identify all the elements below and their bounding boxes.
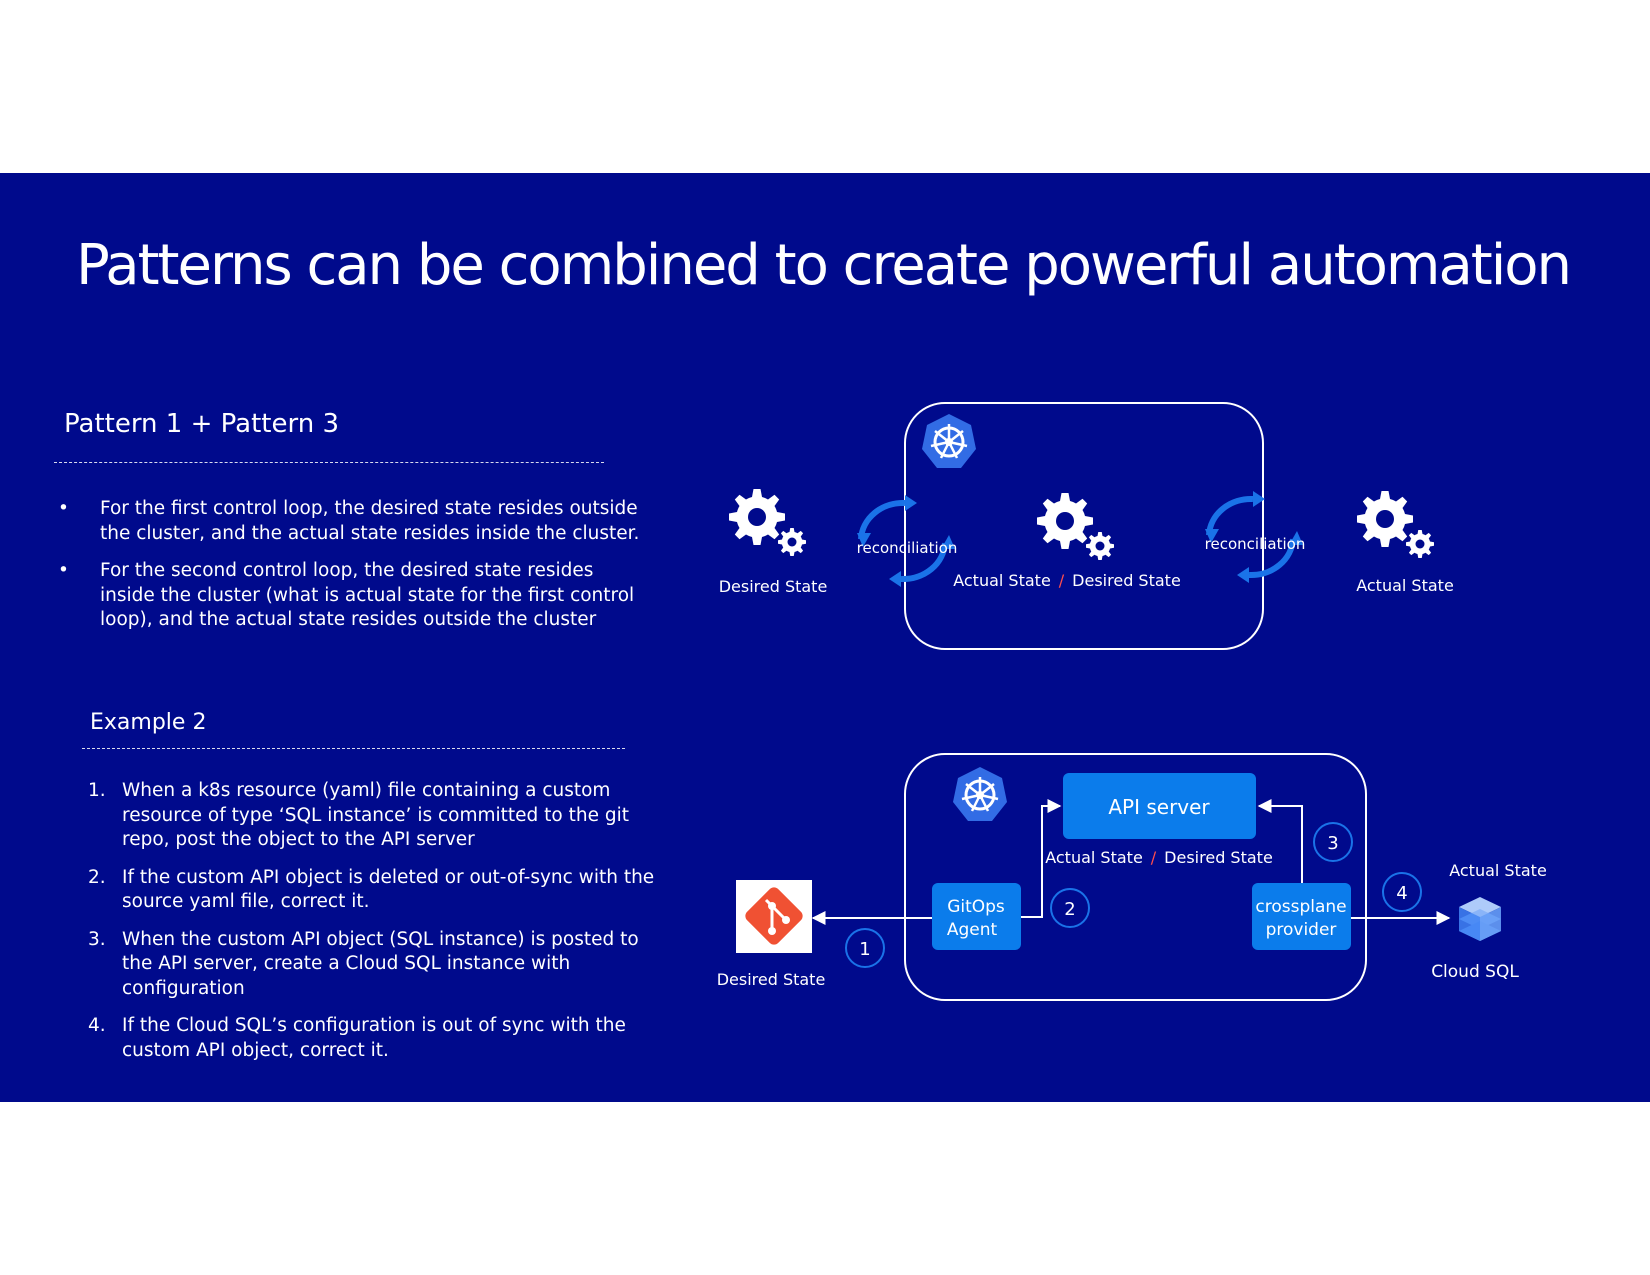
step-number: 3 [1327, 833, 1338, 854]
list-item: • For the second control loop, the desire… [58, 559, 648, 633]
step-badge [1313, 822, 1353, 862]
item-text: When the custom API object (SQL instance… [122, 928, 639, 999]
pattern-bullet-list: • For the first control loop, the desired… [58, 497, 648, 646]
desired-state-text: Desired State [1164, 848, 1273, 867]
git-icon [736, 880, 812, 953]
connector-arrow [1021, 799, 1062, 918]
step-number: 4 [1396, 883, 1407, 904]
state-pair-label: Actual State / Desired State [1045, 848, 1273, 867]
slide-panel: Patterns can be combined to create power… [0, 173, 1650, 1102]
list-item: • For the first control loop, the desired… [58, 497, 648, 546]
reconciliation-label: reconciliation [1205, 535, 1306, 553]
separator-slash: / [1059, 571, 1065, 590]
separator-slash: / [1151, 848, 1157, 867]
api-server-node [1063, 773, 1256, 839]
item-number: 2. [88, 866, 106, 888]
page-title: Patterns can be combined to create power… [76, 233, 1572, 298]
example-numbered-list: 1. When a k8s resource (yaml) file contai… [88, 779, 668, 1076]
bullet-marker: • [58, 560, 69, 581]
crossplane-label-line1: crossplane [1255, 897, 1346, 917]
cloud-sql-label: Cloud SQL [1431, 962, 1519, 982]
git-desired-state-label: Desired State [717, 970, 826, 989]
api-server-label: API server [1108, 795, 1210, 819]
item-number: 1. [88, 780, 106, 801]
step-badge [1050, 888, 1090, 928]
gitops-agent-node [932, 883, 1021, 950]
desired-state-label: Desired State [719, 577, 828, 596]
bullet-marker: • [58, 498, 69, 519]
reconciliation-label: reconciliation [857, 539, 958, 557]
actual-state-label: Actual State [1356, 576, 1454, 595]
kubernetes-icon [920, 412, 978, 470]
item-number: 3. [88, 928, 106, 950]
state-pair-label: Actual State / Desired State [953, 571, 1181, 590]
step-number: 2 [1064, 899, 1075, 920]
item-number: 4. [88, 1015, 106, 1036]
connector-arrow [1257, 799, 1303, 883]
item-text: When a k8s resource (yaml) file containi… [122, 780, 629, 850]
pattern-divider [54, 462, 604, 463]
item-text: If the Cloud SQL’s configuration is out … [122, 1015, 626, 1061]
kubernetes-icon [951, 765, 1009, 823]
step-badge [1382, 872, 1422, 912]
cloud-sql-icon [1459, 897, 1501, 941]
cloud-actual-state-label: Actual State [1449, 861, 1547, 880]
bullet-text: For the second control loop, the desired… [100, 560, 635, 630]
cluster-boundary-top [904, 402, 1264, 650]
list-item: 1. When a k8s resource (yaml) file contai… [88, 779, 668, 853]
example-divider [82, 748, 625, 749]
list-item: 2. If the custom API object is deleted or… [88, 866, 668, 915]
gears-icon [1357, 491, 1434, 558]
actual-state-text: Actual State [1045, 848, 1143, 867]
desired-state-text: Desired State [1072, 571, 1181, 590]
item-text: If the custom API object is deleted or o… [122, 866, 655, 913]
gitops-label-line1: GitOps [947, 897, 1005, 917]
crossplane-label-line2: provider [1266, 920, 1337, 940]
list-item: 4. If the Cloud SQL’s configuration is ou… [88, 1014, 668, 1063]
example-heading: Example 2 [90, 710, 207, 735]
gitops-label-line2: Agent [947, 920, 998, 940]
cluster-boundary-bottom [904, 753, 1367, 1001]
gears-icon [729, 489, 806, 556]
pattern-heading: Pattern 1 + Pattern 3 [64, 409, 340, 439]
gears-icon [1037, 493, 1114, 560]
actual-state-text: Actual State [953, 571, 1051, 590]
crossplane-provider-node [1252, 883, 1351, 950]
bullet-text: For the first control loop, the desired … [100, 498, 640, 544]
step-number: 1 [859, 939, 870, 960]
diagram-canvas: Desired State reconciliation Actual Stat… [717, 402, 1547, 1001]
list-item: 3. When the custom API object (SQL instan… [88, 928, 668, 1002]
step-badge [845, 928, 885, 968]
